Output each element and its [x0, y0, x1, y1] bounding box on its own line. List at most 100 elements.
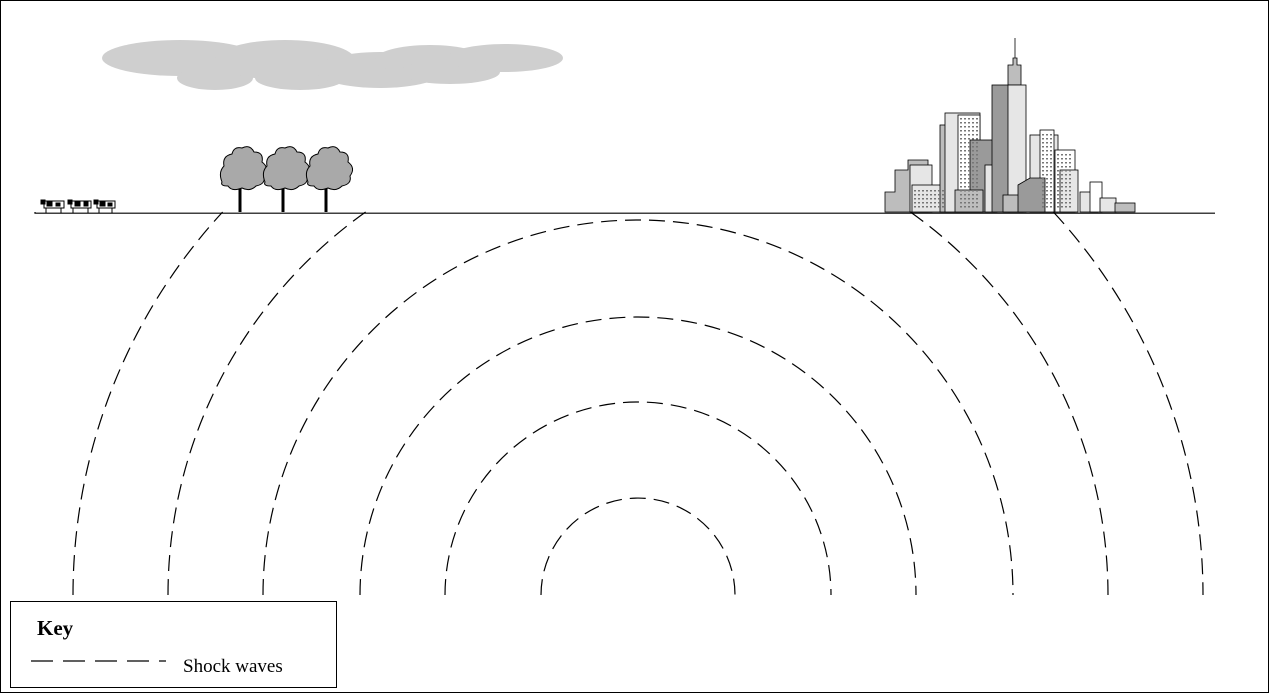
- building-window: [1042, 198, 1044, 200]
- building-window: [1050, 194, 1052, 196]
- building-window: [960, 162, 962, 164]
- building-window: [938, 202, 940, 204]
- building-window: [968, 138, 970, 140]
- building-window: [1050, 178, 1052, 180]
- building-window: [968, 202, 970, 204]
- building-window: [1042, 146, 1044, 148]
- building-window: [964, 174, 966, 176]
- building-window: [914, 198, 916, 200]
- building-window: [1042, 190, 1044, 192]
- building-window: [1042, 154, 1044, 156]
- building-window: [1057, 202, 1059, 204]
- building-window: [964, 194, 966, 196]
- building-window: [1061, 206, 1063, 208]
- building-window: [1069, 174, 1071, 176]
- building-window: [964, 186, 966, 188]
- building-window: [934, 194, 936, 196]
- building-window: [968, 186, 970, 188]
- building-window: [938, 198, 940, 200]
- building-window: [1057, 206, 1059, 208]
- building-window: [972, 142, 974, 144]
- building-window: [1065, 190, 1067, 192]
- shock-wave-arc: [168, 212, 366, 595]
- building-window: [964, 138, 966, 140]
- building-window: [976, 202, 978, 204]
- building-window: [968, 158, 970, 160]
- building-window: [972, 186, 974, 188]
- building-window: [968, 126, 970, 128]
- building-window: [926, 194, 928, 196]
- cows: [41, 200, 115, 213]
- building-window: [1069, 198, 1071, 200]
- building-window: [1065, 182, 1067, 184]
- building-window: [964, 118, 966, 120]
- building-window: [976, 146, 978, 148]
- building-window: [1065, 198, 1067, 200]
- building-window: [1042, 134, 1044, 136]
- building-window: [1069, 154, 1071, 156]
- building-window: [1050, 134, 1052, 136]
- building-window: [1042, 138, 1044, 140]
- building-window: [918, 206, 920, 208]
- building-window: [1057, 190, 1059, 192]
- building-window: [1042, 158, 1044, 160]
- building-window: [1042, 178, 1044, 180]
- building-window: [1046, 198, 1048, 200]
- building-window: [964, 178, 966, 180]
- shock-waves: [73, 212, 1203, 595]
- building-window: [1046, 142, 1048, 144]
- building-window: [1069, 162, 1071, 164]
- building-window: [960, 202, 962, 204]
- shock-wave-arc: [541, 498, 735, 595]
- building-window: [960, 130, 962, 132]
- building-window: [922, 198, 924, 200]
- building-window: [930, 202, 932, 204]
- building-window: [1061, 170, 1063, 172]
- building-window: [938, 194, 940, 196]
- building-window: [1046, 134, 1048, 136]
- shock-wave-arc: [263, 220, 1013, 595]
- building-window: [930, 206, 932, 208]
- building-window: [976, 122, 978, 124]
- building-window: [1057, 186, 1059, 188]
- building-window: [964, 202, 966, 204]
- building-window: [1065, 186, 1067, 188]
- building-window: [1069, 206, 1071, 208]
- building-window: [964, 134, 966, 136]
- building-window: [1069, 182, 1071, 184]
- building-window: [1057, 166, 1059, 168]
- building-window: [1046, 166, 1048, 168]
- cow: [68, 200, 91, 213]
- building-window: [1057, 178, 1059, 180]
- building-window: [960, 126, 962, 128]
- building-window: [960, 194, 962, 196]
- building-window: [972, 154, 974, 156]
- building-window: [960, 154, 962, 156]
- building-window: [1057, 182, 1059, 184]
- building-window: [976, 194, 978, 196]
- building-window: [1046, 202, 1048, 204]
- building-window: [922, 190, 924, 192]
- building-window: [976, 134, 978, 136]
- building-window: [1069, 190, 1071, 192]
- building-window: [1042, 206, 1044, 208]
- building-window: [934, 206, 936, 208]
- building-window: [1069, 166, 1071, 168]
- building-window: [1061, 190, 1063, 192]
- building-window: [918, 194, 920, 196]
- building-window: [972, 146, 974, 148]
- building-window: [960, 146, 962, 148]
- building-window: [972, 182, 974, 184]
- building-window: [1065, 158, 1067, 160]
- building-window: [1061, 194, 1063, 196]
- building-window: [972, 138, 974, 140]
- building-window: [1061, 198, 1063, 200]
- building-window: [930, 190, 932, 192]
- building-window: [968, 170, 970, 172]
- building-window: [1069, 186, 1071, 188]
- building-window: [976, 190, 978, 192]
- building-window: [1042, 170, 1044, 172]
- building-window: [968, 150, 970, 152]
- building-window: [1042, 142, 1044, 144]
